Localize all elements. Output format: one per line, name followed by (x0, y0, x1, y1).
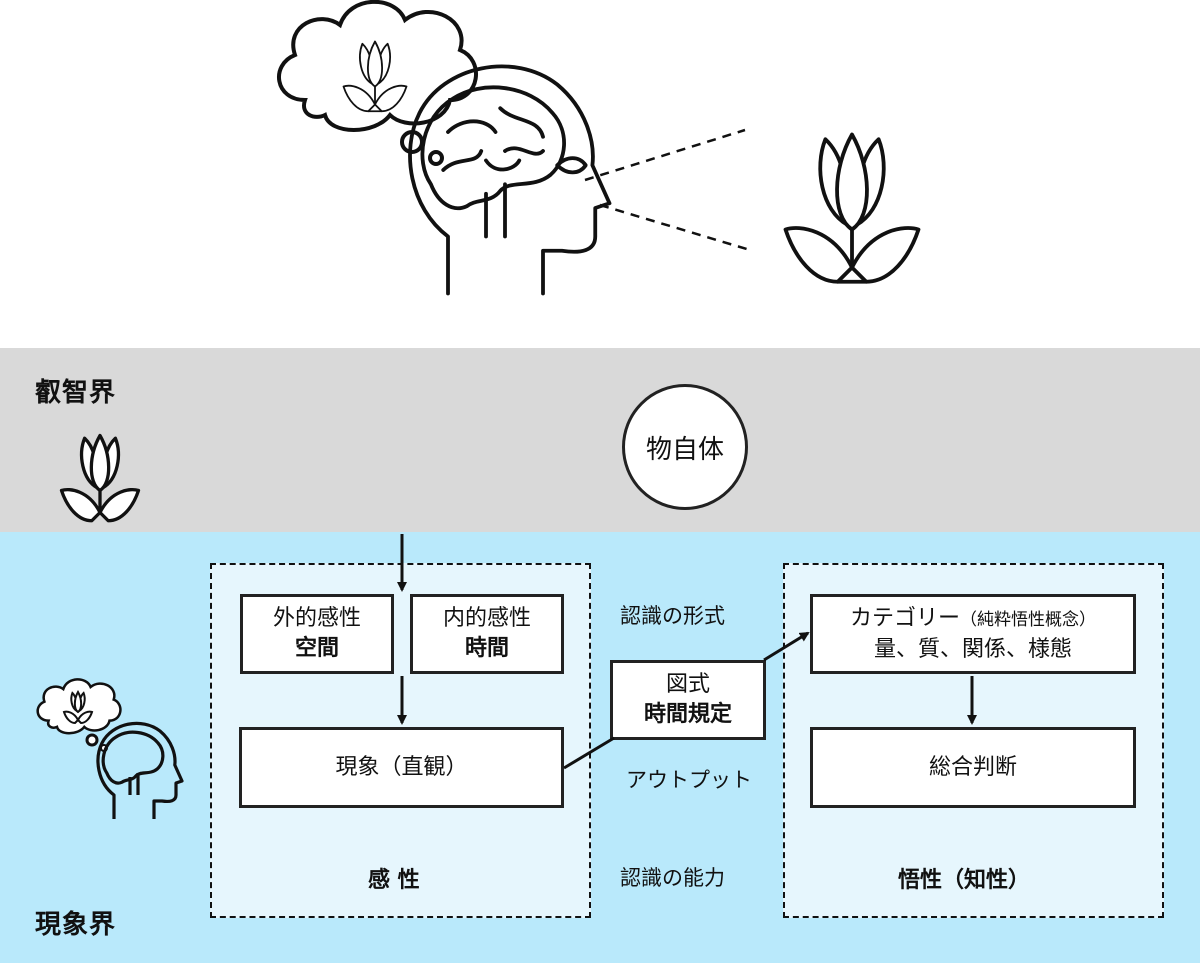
phenomenon-label: 現象（直観） (335, 754, 468, 780)
phenomenon-box: 現象（直観） (239, 727, 564, 808)
space-label: 空間 (294, 636, 339, 661)
synthetic-judgment-box: 総合判断 (810, 727, 1136, 808)
time-label: 時間 (464, 636, 509, 661)
phenomenal-label: 現象界 (35, 910, 117, 940)
thing-in-itself-label: 物自体 (645, 434, 724, 465)
time-determination-label: 時間規定 (643, 702, 732, 727)
schema-to-categories-arrow (763, 631, 810, 662)
forms-of-cognition-label: 認識の形式 (620, 604, 725, 628)
categories-box: カテゴリー（純粋悟性概念） 量、質、関係、様態 (810, 594, 1136, 674)
small-thinker-icon (36, 678, 184, 820)
faculty-of-cognition-label: 認識の能力 (620, 866, 725, 890)
output-label: アウトプット (626, 768, 752, 792)
noumenal-band (0, 348, 1200, 532)
pure-concepts-label: （純粋悟性概念） (960, 609, 1096, 630)
outer-sense-box: 外的感性 空間 (240, 594, 394, 674)
outer-sense-label: 外的感性 (272, 606, 361, 631)
small-tulip-icon (59, 433, 141, 523)
synthetic-judgment-label: 総合判断 (928, 754, 1017, 780)
schema-box: 図式 時間規定 (610, 660, 766, 740)
inner-sense-box: 内的感性 時間 (410, 594, 564, 674)
sensibility-title: 感 性 (368, 868, 420, 893)
categories-list: 量、質、関係、様態 (873, 636, 1072, 662)
understanding-title: 悟性（知性） (898, 868, 1031, 893)
eye-sight-lines-icon (584, 128, 751, 252)
inner-sense-label: 内的感性 (442, 606, 531, 631)
thing-in-itself-node: 物自体 (622, 384, 748, 510)
phenomenon-to-schema-line (563, 736, 615, 770)
schema-label: 図式 (665, 672, 710, 697)
noumenal-label: 叡智界 (35, 378, 117, 408)
top-illustration (276, 0, 921, 296)
categories-label: カテゴリー (849, 605, 960, 631)
